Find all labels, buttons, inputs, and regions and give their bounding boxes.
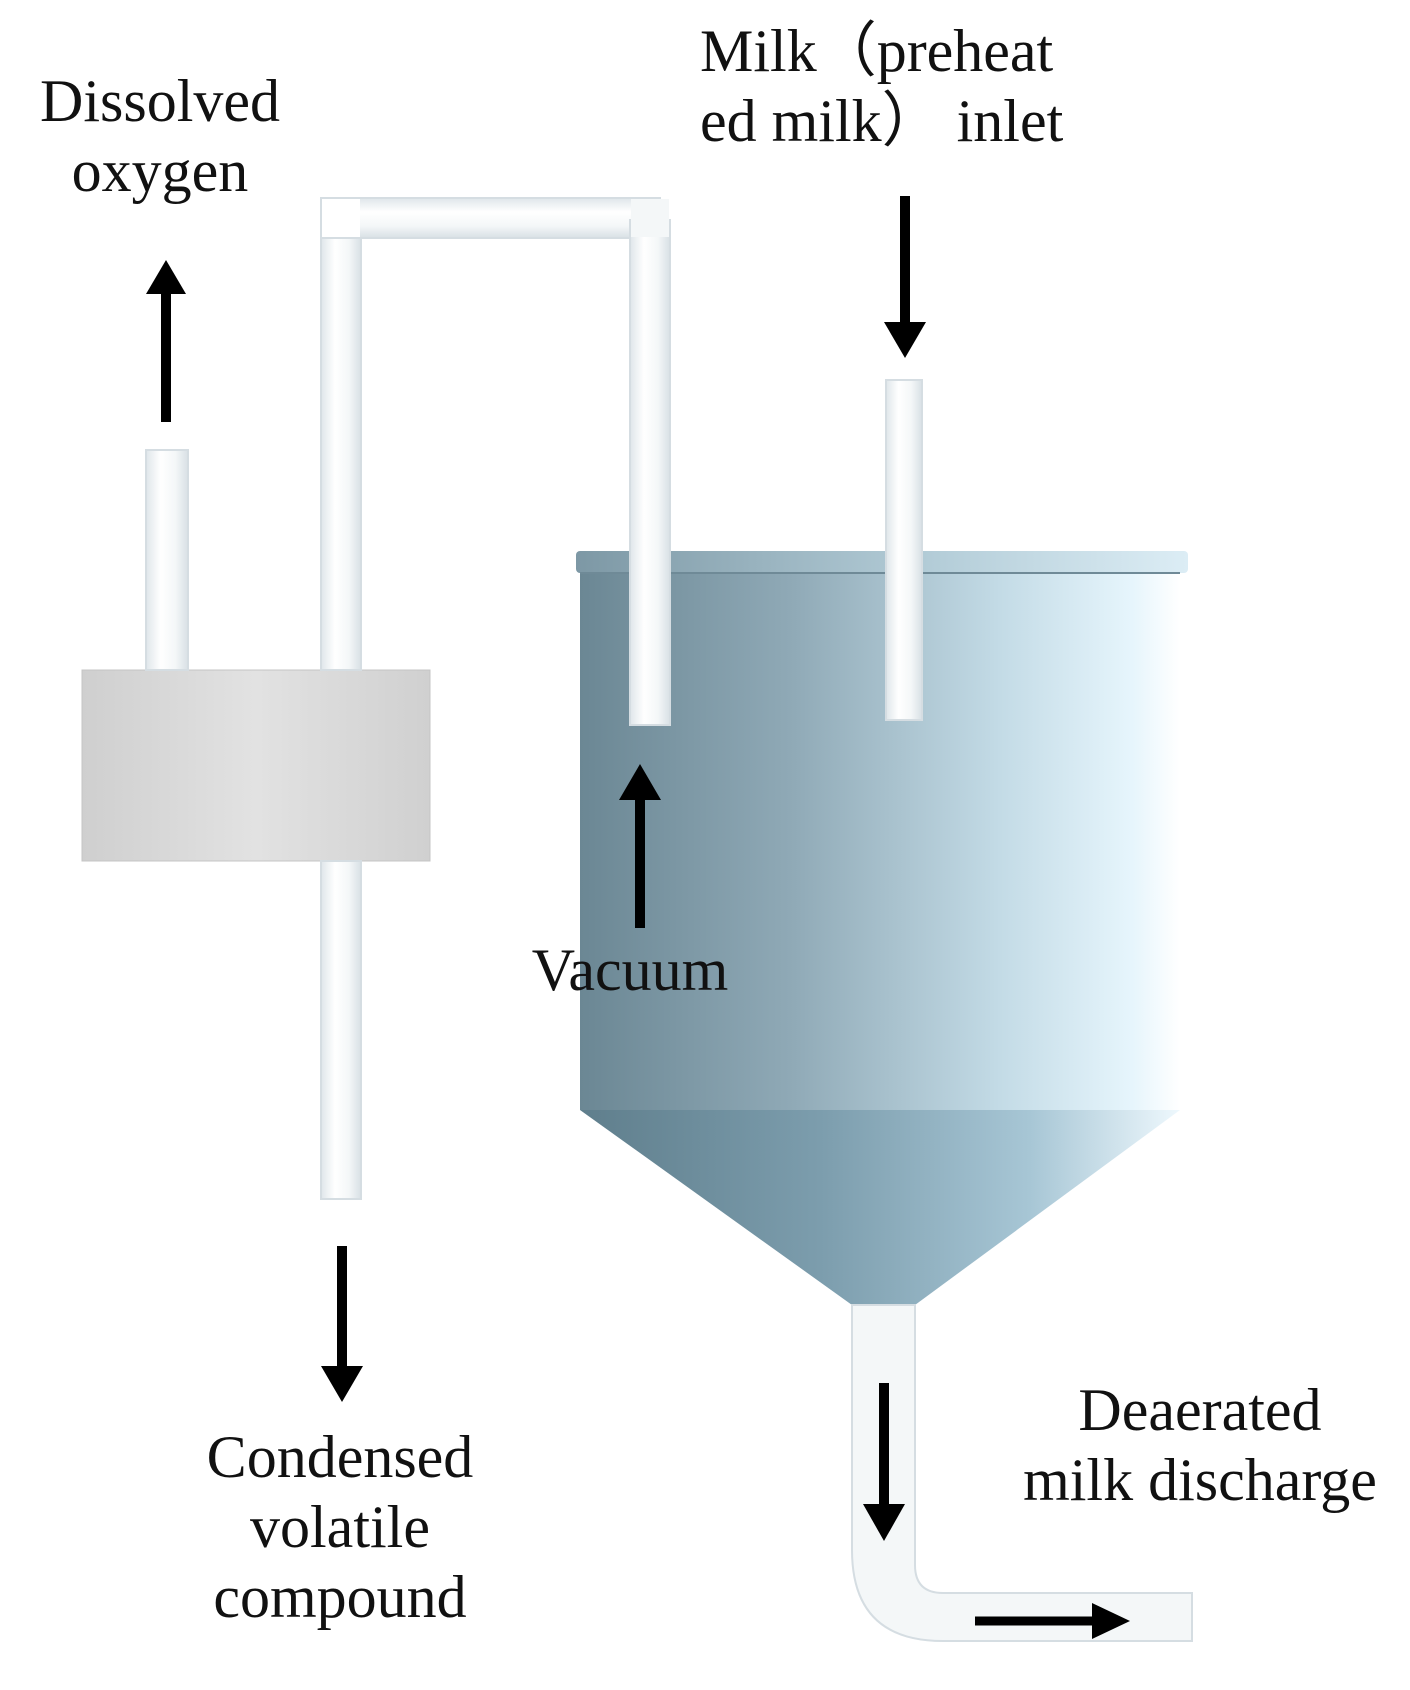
discharge-pipe bbox=[851, 1304, 1193, 1642]
label-line: Dissolved bbox=[40, 68, 280, 134]
label-dissolved-oxygen: Dissolved oxygen bbox=[10, 66, 310, 206]
label-line: Milk（preheat bbox=[700, 18, 1054, 84]
label-line: Vacuum bbox=[531, 937, 729, 1003]
arrow-down-icon bbox=[863, 1383, 905, 1541]
arrow-up-icon bbox=[146, 260, 186, 422]
condenser bbox=[81, 669, 431, 862]
arrow-right-icon bbox=[975, 1603, 1130, 1639]
arrow-down-icon bbox=[884, 196, 926, 358]
vacuum-line-into-tank bbox=[629, 219, 671, 726]
label-line: ed milk） inlet bbox=[700, 88, 1064, 154]
vacuum-line-upper bbox=[320, 197, 362, 671]
milk-inlet-pipe bbox=[885, 379, 923, 721]
vacuum-line-top bbox=[320, 197, 661, 239]
condensate-pipe bbox=[320, 860, 362, 1200]
label-line: Deaerated bbox=[1078, 1377, 1322, 1443]
label-vacuum: Vacuum bbox=[520, 935, 740, 1005]
tank-body bbox=[580, 565, 1180, 1110]
label-line: oxygen bbox=[71, 138, 249, 204]
tank-cone bbox=[580, 1110, 1180, 1305]
label-line: volatile bbox=[250, 1494, 430, 1560]
label-line: Condensed bbox=[206, 1424, 474, 1490]
label-line: compound bbox=[213, 1564, 467, 1630]
label-condensed: Condensed volatile compound bbox=[170, 1422, 510, 1632]
label-milk-inlet: Milk（preheat ed milk） inlet bbox=[700, 16, 1140, 156]
arrow-down-icon bbox=[321, 1246, 363, 1402]
label-deaerated: Deaerated milk discharge bbox=[1000, 1375, 1400, 1515]
oxygen-vent-pipe bbox=[145, 449, 189, 671]
arrow-up-icon bbox=[619, 764, 661, 928]
tank-rim bbox=[576, 551, 1188, 573]
label-line: milk discharge bbox=[1023, 1447, 1377, 1513]
